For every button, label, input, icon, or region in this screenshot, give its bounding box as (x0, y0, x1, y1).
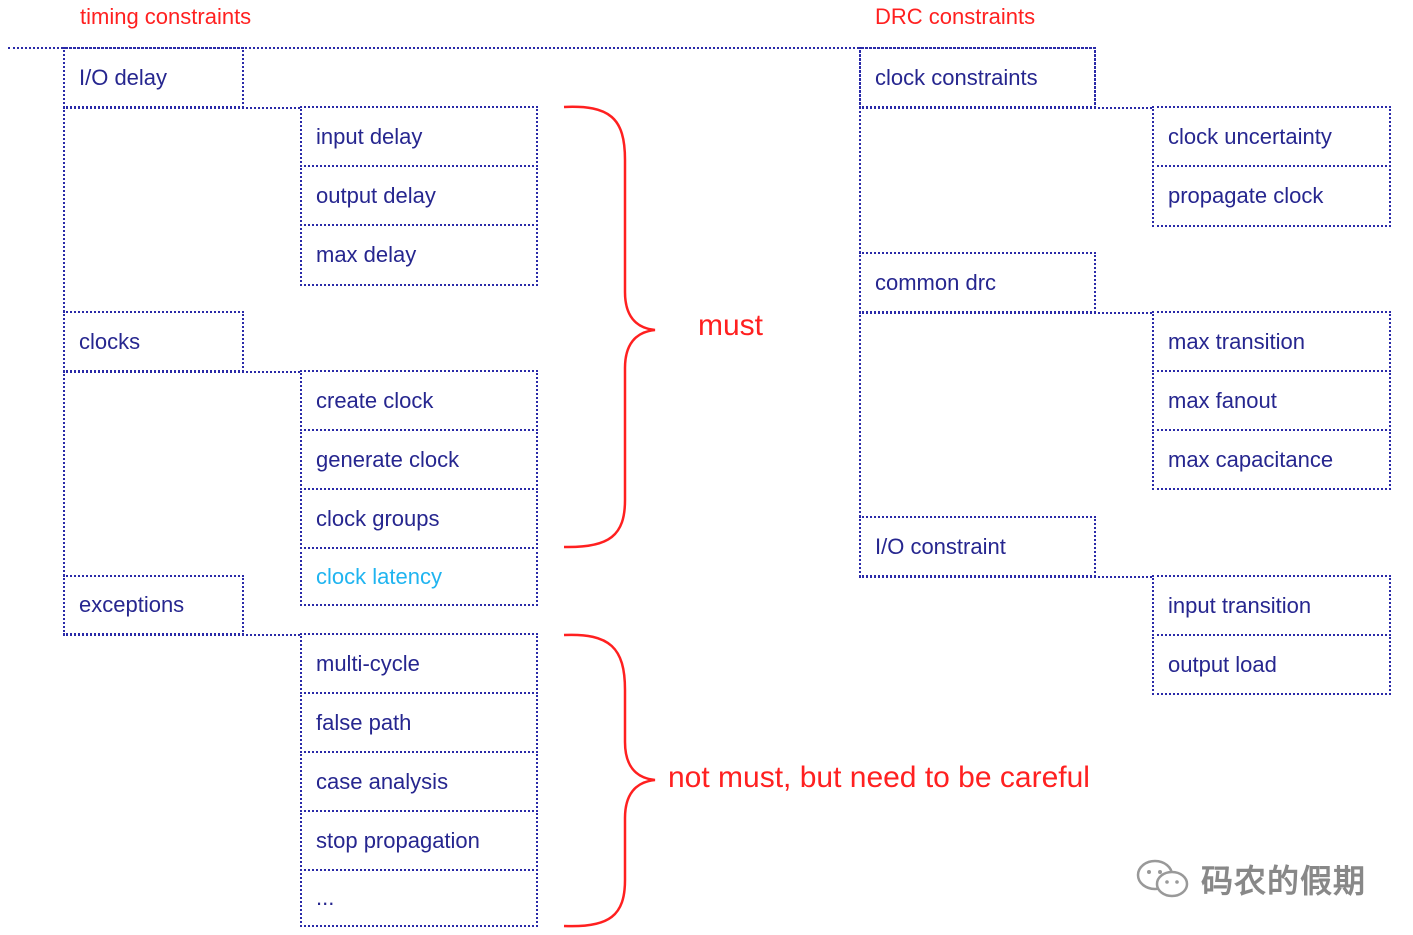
wechat-icon (1136, 859, 1189, 898)
must-brace (563, 105, 656, 549)
ellipsis-box: ... (300, 869, 538, 927)
not-must-label: not must, but need to be careful (668, 761, 1090, 794)
drc-constraints-header: DRC constraints (875, 4, 1036, 29)
io-delay-box: I/O delay (63, 47, 244, 108)
clocks-box: clocks (63, 311, 244, 372)
generate-clock-box: generate clock (300, 429, 538, 490)
max-fanout-box: max fanout (1152, 370, 1391, 431)
common-drc-box: common drc (859, 252, 1096, 313)
timing-constraints-header: timing constraints (80, 4, 252, 29)
create-clock-box: create clock (300, 370, 538, 431)
output-load-box: output load (1152, 634, 1391, 695)
io-constraint-box: I/O constraint (859, 516, 1096, 577)
case-analysis-box: case analysis (300, 751, 538, 812)
max-delay-box: max delay (300, 224, 538, 286)
watermark-text: 码农的假期 (1201, 862, 1367, 900)
clock-latency-box: clock latency (300, 547, 538, 606)
max-capacitance-box: max capacitance (1152, 429, 1391, 490)
exceptions-box: exceptions (63, 575, 244, 635)
must-label: must (698, 309, 764, 342)
propagate-clock-box: propagate clock (1152, 165, 1391, 227)
not-must-brace (563, 633, 656, 928)
watermark: 码农的假期 (1135, 856, 1366, 902)
clock-constraints-box: clock constraints (859, 47, 1096, 108)
